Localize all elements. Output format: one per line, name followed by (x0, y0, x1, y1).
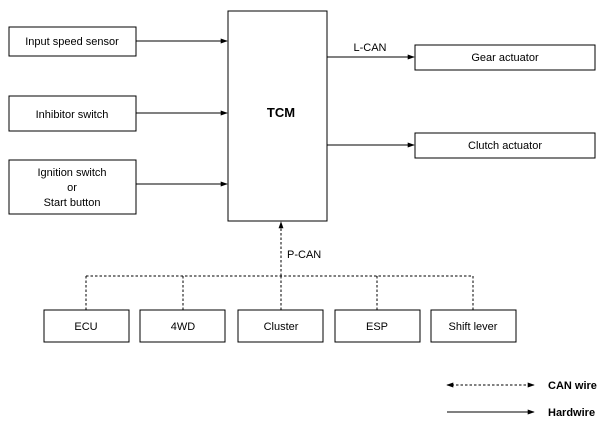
4wd-label: 4WD (171, 321, 196, 333)
legend-can-wire-label: CAN wire (548, 380, 597, 392)
ecu-box (43, 309, 130, 343)
ecu-label: ECU (74, 321, 97, 333)
pcan-label: P-CAN (287, 249, 321, 261)
tcm-label: TCM (267, 105, 295, 120)
gear-actuator-label: Gear actuator (471, 52, 539, 64)
esp-label: ESP (366, 321, 388, 333)
ignition-switch-box (8, 159, 137, 215)
tcm-box (227, 10, 328, 222)
ignition-switch-label-line2: or (67, 182, 77, 194)
lcan-label: L-CAN (353, 42, 386, 54)
input-speed-sensor-box (8, 26, 137, 57)
legend-hardwire-label: Hardwire (548, 407, 595, 419)
4wd-box (139, 309, 226, 343)
inhibitor-switch-label: Inhibitor switch (36, 109, 109, 121)
esp-box (334, 309, 421, 343)
shift-lever-box (430, 309, 517, 343)
gear-actuator-box (414, 44, 596, 71)
input-speed-sensor-label: Input speed sensor (25, 36, 119, 48)
ignition-switch-label-line3: Start button (44, 197, 101, 209)
shift-lever-label: Shift lever (449, 321, 498, 333)
clutch-actuator-label: Clutch actuator (468, 140, 542, 152)
clutch-actuator-box (414, 132, 596, 159)
cluster-box (237, 309, 324, 343)
cluster-label: Cluster (264, 321, 299, 333)
ignition-switch-label-line1: Ignition switch (37, 167, 106, 179)
inhibitor-switch-box (8, 95, 137, 132)
